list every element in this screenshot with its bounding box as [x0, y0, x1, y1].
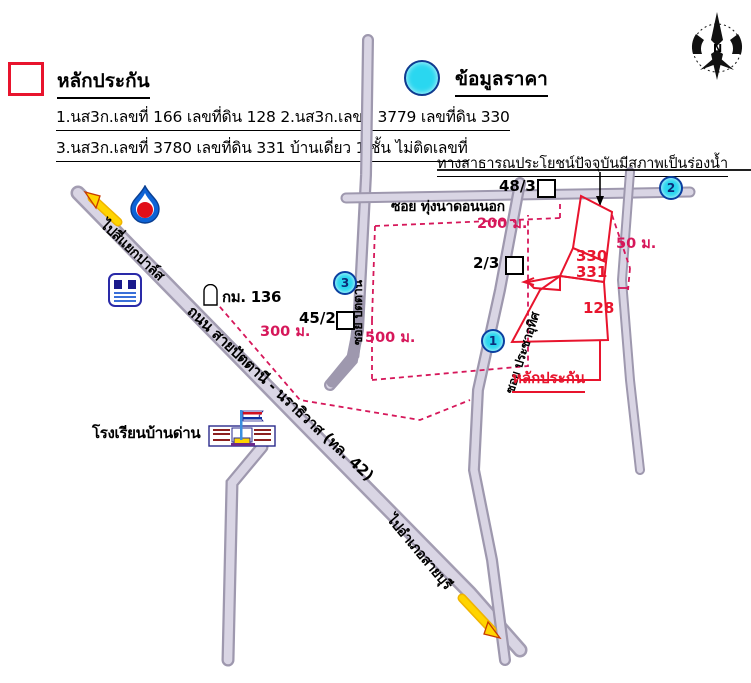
- distance-label-500m: 500 ม.: [365, 330, 416, 346]
- compass-rose-icon: N: [686, 10, 748, 82]
- temple-icon: [107, 272, 143, 308]
- plot-number-128: 128: [583, 299, 615, 317]
- parcel-box-2-3: [505, 256, 524, 275]
- map-marker-3[interactable]: 3: [333, 271, 357, 295]
- plot-number-330: 330: [576, 247, 608, 265]
- distance-label-300m: 300 ม.: [260, 324, 311, 340]
- parcel-id-48-3: 48/3: [499, 177, 536, 195]
- legend-collateral-line-1: 1.นส3ก.เลขที่ 166 เลขที่ดิน 128 2.นส3ก.เ…: [56, 104, 510, 131]
- parcel-box-48-3: [537, 179, 556, 198]
- plot-number-331: 331: [576, 263, 608, 281]
- direction-arrow-upleft: [83, 190, 123, 227]
- legend-price-swatch: [404, 60, 440, 96]
- road-label-soi-thung-na-don-nok: ซอย ทุ่งนาดอนนอก: [391, 199, 505, 215]
- school-icon: [207, 408, 277, 450]
- parcel-box-45-2: [336, 311, 355, 330]
- note-public-road: ทางสาธารณประโยชน์ปัจจุบันมีสภาพเป็นร่องน…: [437, 152, 728, 177]
- legend-collateral-title: หลักประกัน: [57, 66, 150, 99]
- distance-label-200m: 200 ม.: [477, 216, 528, 232]
- collateral-callout-label: หลักประกัน: [512, 366, 586, 393]
- place-label-school: โรงเรียนบ้านด่าน: [92, 424, 201, 442]
- compass-north-label: N: [713, 42, 723, 55]
- legend-collateral-swatch: [8, 62, 44, 96]
- distance-label-50m: 50 ม.: [616, 236, 657, 252]
- direction-arrow-downright: [457, 593, 502, 640]
- map-marker-2[interactable]: 2: [659, 176, 683, 200]
- map-marker-1[interactable]: 1: [481, 329, 505, 353]
- gas-station-icon: [128, 184, 162, 225]
- km-stone-icon: [202, 283, 219, 306]
- parcel-id-2-3: 2/3: [473, 254, 500, 272]
- parcel-id-45-2: 45/2: [299, 309, 336, 327]
- place-label-km-marker: กม. 136: [222, 288, 282, 306]
- legend-price-title: ข้อมูลราคา: [455, 64, 548, 97]
